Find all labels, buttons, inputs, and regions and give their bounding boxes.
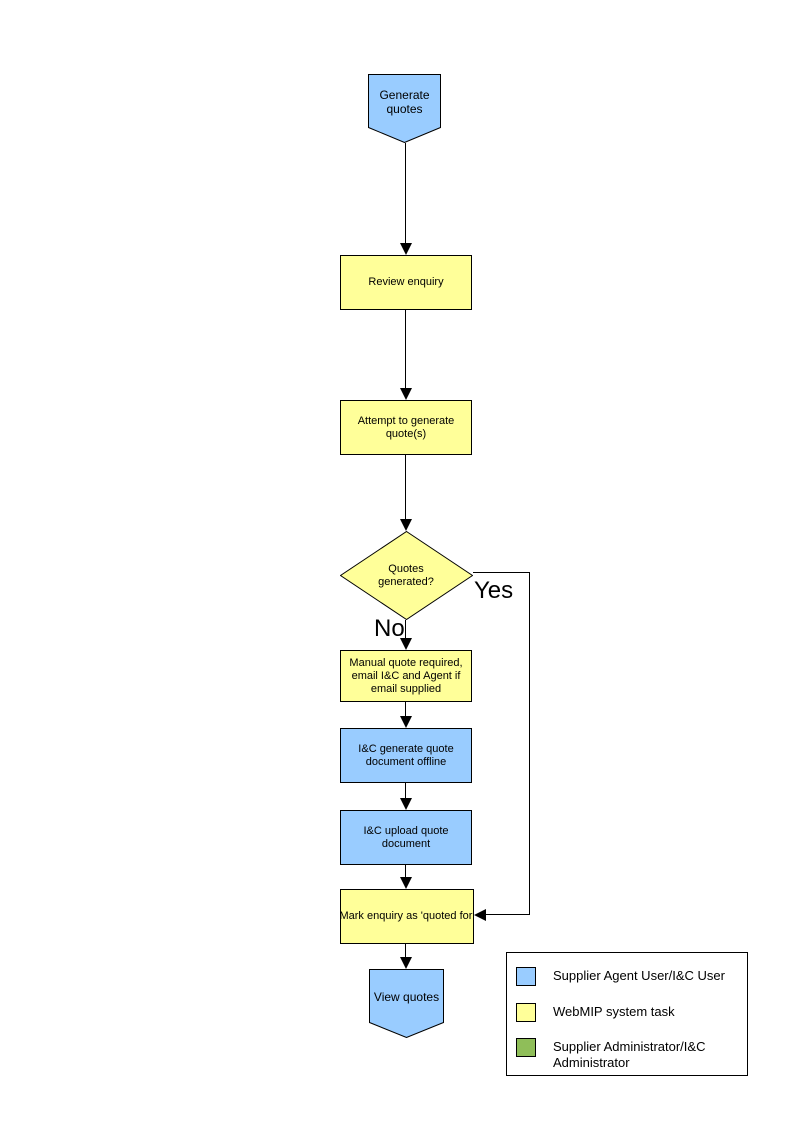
- diamond-outline: [340, 531, 473, 620]
- flow-node-mark-quoted: Mark enquiry as 'quoted for': [339, 889, 475, 944]
- flow-node-label: Mark enquiry as 'quoted for': [339, 910, 475, 922]
- flow-node-upload-quote: I&C upload quote document: [340, 810, 472, 865]
- arrowhead-down-icon: [400, 519, 412, 531]
- connector-line: [405, 143, 406, 246]
- flow-node-manual-quote: Manual quote required, email I&C and Age…: [340, 650, 472, 702]
- legend: Supplier Agent User/I&C User WebMIP syst…: [506, 952, 748, 1076]
- flow-node-label: I&C upload quote document: [363, 824, 449, 850]
- arrowhead-down-icon: [400, 957, 412, 969]
- flow-node-label: Attempt to generate quote(s): [357, 414, 455, 440]
- flow-node-review-enquiry: Review enquiry: [340, 255, 472, 310]
- legend-item-webmip-task: WebMIP system task: [516, 1003, 741, 1022]
- legend-swatch-yellow: [516, 1003, 536, 1022]
- pentagon-outline: [368, 74, 441, 143]
- arrowhead-down-icon: [400, 638, 412, 650]
- connector-line: [405, 702, 406, 717]
- arrowhead-down-icon: [400, 388, 412, 400]
- flow-node-attempt-generate: Attempt to generate quote(s): [340, 400, 472, 455]
- connector-line-yes: [473, 572, 530, 573]
- connector-line: [405, 455, 406, 521]
- legend-swatch-green: [516, 1038, 536, 1057]
- connector-line-yes: [529, 572, 530, 915]
- flow-node-label: Review enquiry: [368, 276, 444, 288]
- legend-label: WebMIP system task: [553, 1004, 675, 1019]
- legend-label: Supplier Agent User/I&C User: [553, 968, 725, 983]
- branch-label-no: No: [374, 615, 405, 642]
- connector-line: [405, 865, 406, 879]
- connector-line: [405, 310, 406, 390]
- flow-node-label: View quotes: [373, 989, 440, 1004]
- legend-swatch-blue: [516, 967, 536, 986]
- branch-label-yes: Yes: [474, 577, 514, 604]
- flow-node-label: Quotes generated?: [378, 562, 434, 588]
- arrowhead-down-icon: [400, 716, 412, 728]
- legend-item-supplier-admin: Supplier Administrator/I&C Administrator: [516, 1038, 741, 1071]
- flow-node-label: Generate quotes: [379, 87, 430, 116]
- arrowhead-down-icon: [400, 798, 412, 810]
- pentagon-outline: [369, 969, 444, 1038]
- pentagon-shape: [368, 74, 441, 143]
- legend-item-supplier-agent: Supplier Agent User/I&C User: [516, 967, 741, 986]
- pentagon-shape: [369, 969, 444, 1038]
- connector-line: [405, 783, 406, 799]
- flow-node-label: Manual quote required, email I&C and Age…: [349, 656, 463, 695]
- arrowhead-down-icon: [400, 877, 412, 889]
- flow-node-generate-quotes: Generate quotes: [368, 74, 441, 143]
- arrowhead-down-icon: [400, 243, 412, 255]
- flow-node-generate-offline: I&C generate quote document offline: [340, 728, 472, 783]
- connector-line: [405, 620, 406, 640]
- flow-decision-quotes-generated: Quotes generated?: [340, 531, 473, 620]
- connector-line: [405, 944, 406, 958]
- diamond-shape: [340, 531, 473, 620]
- legend-label: Supplier Administrator/I&C Administrator: [553, 1039, 706, 1070]
- flow-node-label: I&C generate quote document offline: [358, 742, 454, 768]
- arrowhead-left-icon: [474, 909, 486, 921]
- connector-line-yes: [482, 914, 530, 915]
- flow-node-view-quotes: View quotes: [369, 969, 444, 1038]
